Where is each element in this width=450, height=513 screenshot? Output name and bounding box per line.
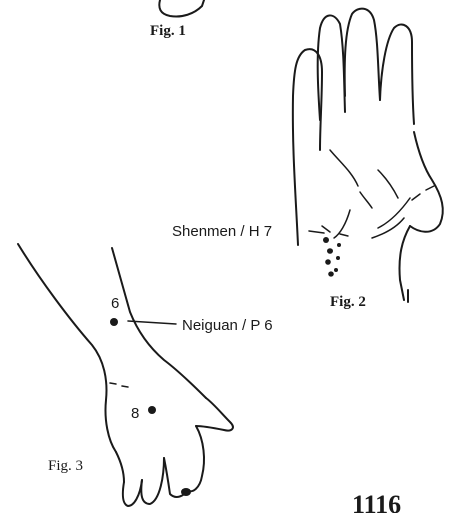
neiguan-label: Neiguan / P 6 [182,317,273,334]
point-8-dot [148,406,156,414]
fig1-caption: Fig. 1 [150,23,186,39]
page-number-mark: 1116 [352,490,401,513]
fig2-caption: Fig. 2 [330,294,366,310]
fig2-palm-drawing [293,9,443,300]
neiguan-point-dot [110,318,118,326]
shenmen-points [323,237,341,277]
fig3-caption: Fig. 3 [48,458,83,474]
point-6-number: 6 [111,295,119,312]
point-8-number: 8 [131,405,139,422]
fingertip-nail-mark [181,488,191,496]
fig1-partial-drawing [159,0,204,17]
shenmen-label: Shenmen / H 7 [172,223,272,240]
shenmen-leader-line [309,231,324,233]
